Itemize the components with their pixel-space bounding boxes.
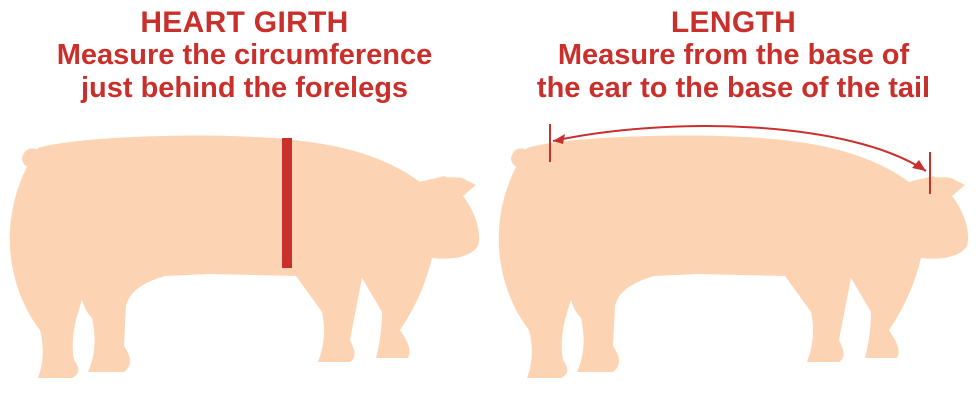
pig-body-icon (10, 136, 479, 379)
pig-silhouette-length (489, 0, 978, 393)
pig-silhouette-girth (0, 0, 489, 393)
pig-body-icon (499, 136, 968, 379)
length-panel: LENGTH Measure from the base of the ear … (489, 0, 978, 393)
heart-girth-measure-line (282, 138, 292, 268)
heart-girth-panel: HEART GIRTH Measure the circumference ju… (0, 0, 489, 393)
